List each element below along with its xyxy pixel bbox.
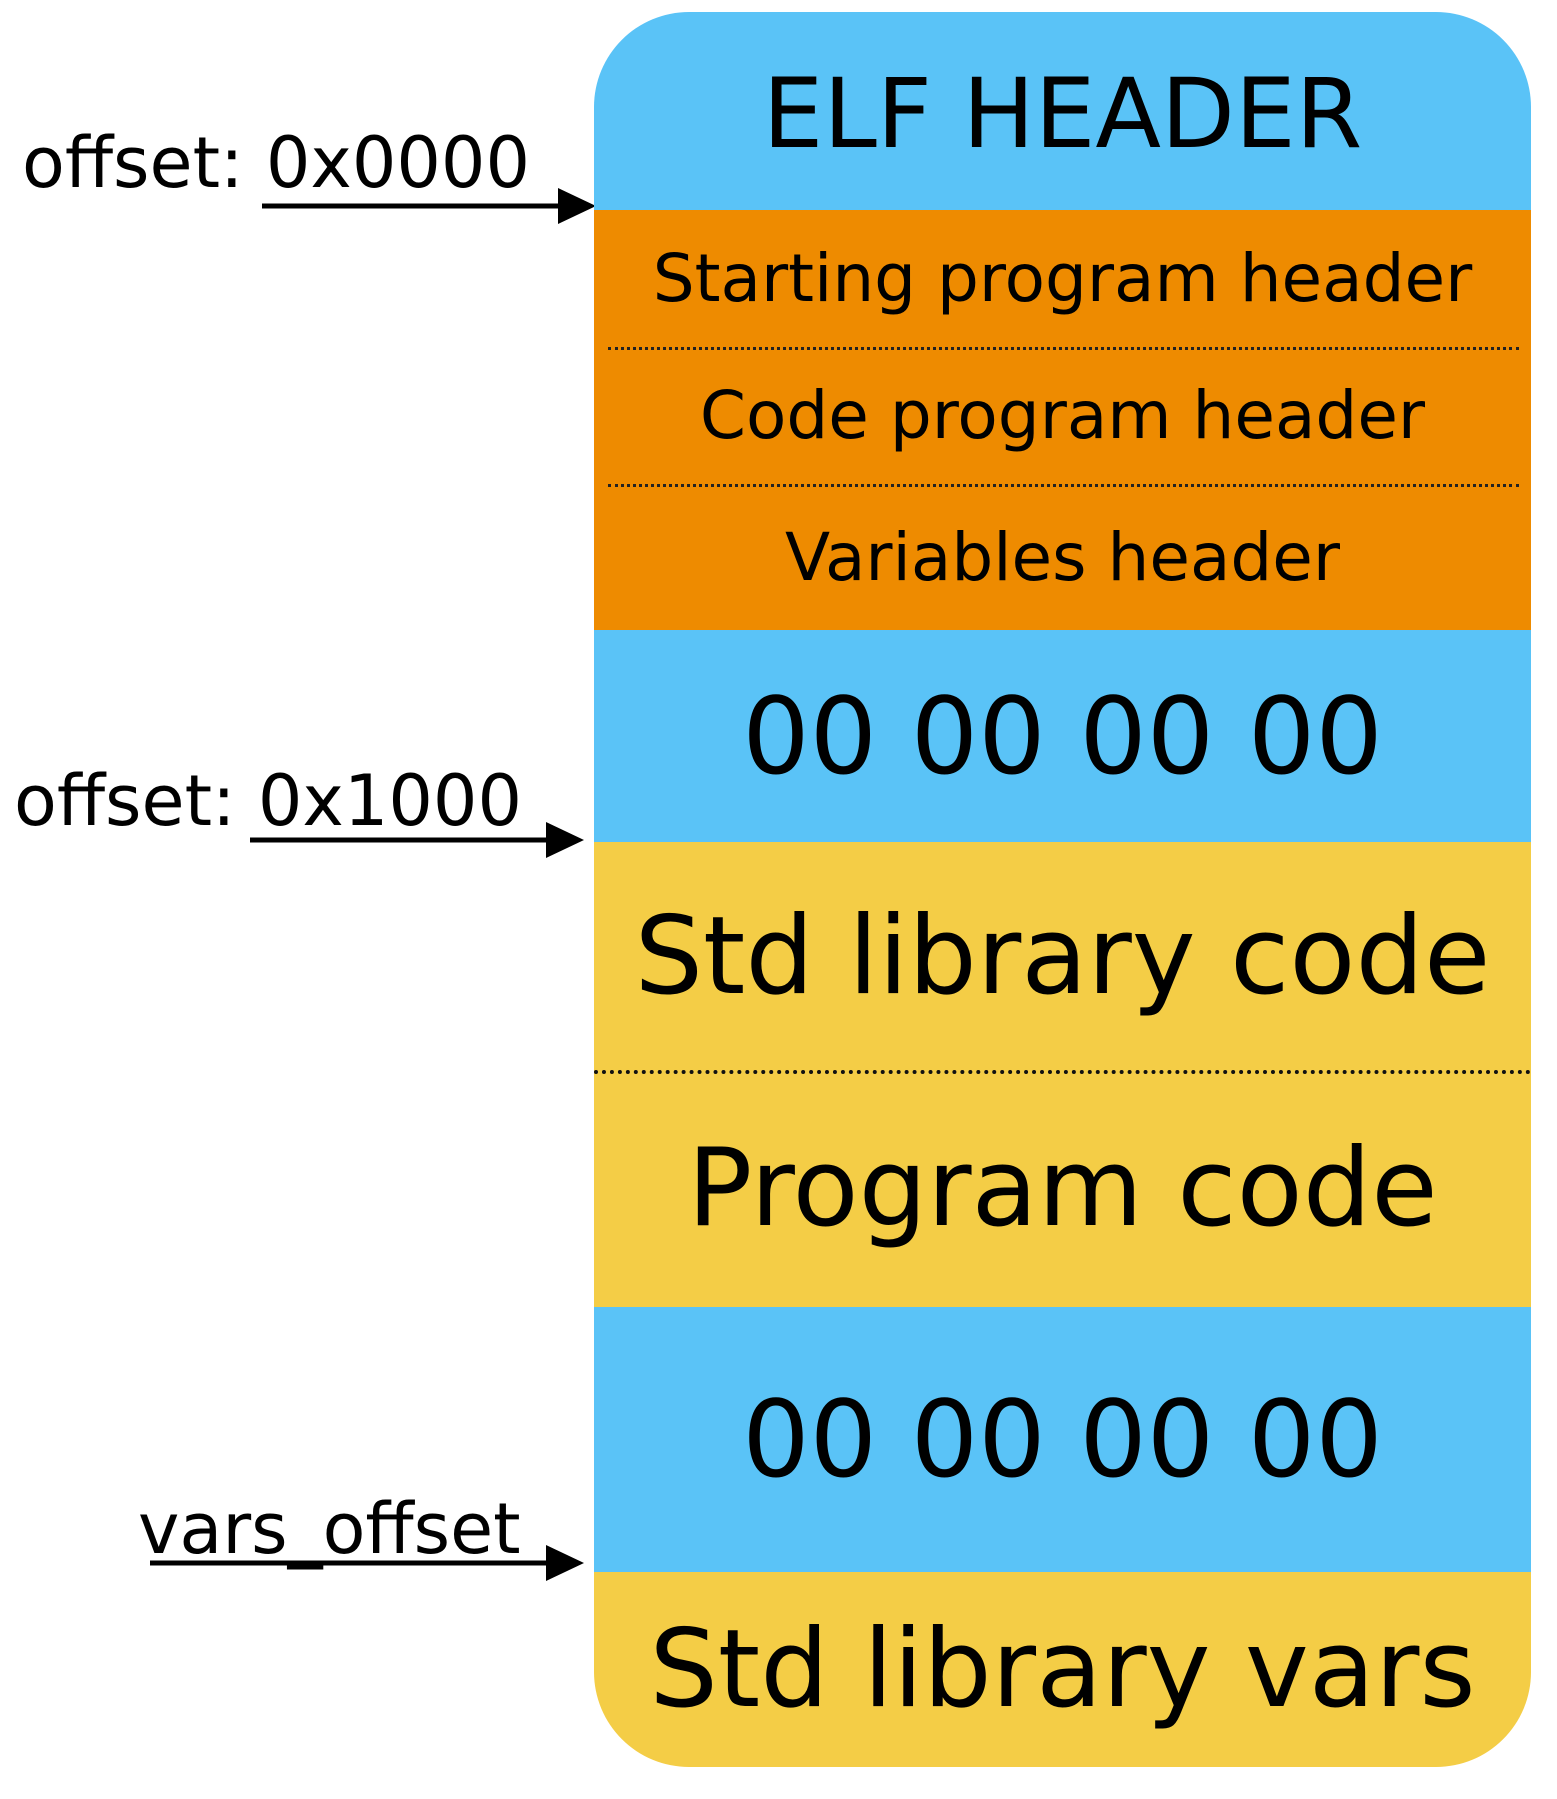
std-library-vars: Std library vars xyxy=(649,1607,1476,1732)
program-code: Program code xyxy=(687,1126,1438,1251)
starting-program-header: Starting program header xyxy=(652,240,1473,317)
padding-section-2: 00 00 00 00 xyxy=(594,1307,1531,1572)
offset-prefix: offset: xyxy=(14,760,236,842)
offset-value: 0x0000 xyxy=(265,122,530,204)
elf-file-layout: ELF HEADER Starting program header Code … xyxy=(594,12,1531,1767)
padding-bytes: 00 00 00 00 xyxy=(742,674,1383,798)
vars-section: Std library vars xyxy=(594,1572,1531,1767)
offset-value: 0x1000 xyxy=(257,760,522,842)
arrow-vars-offset xyxy=(150,1545,584,1581)
arrow-0x1000 xyxy=(250,822,584,858)
padding-bytes: 00 00 00 00 xyxy=(742,1378,1383,1501)
code-program-header: Code program header xyxy=(699,377,1426,454)
arrow-0x0000 xyxy=(262,188,596,224)
offset-label-0x1000: offset: 0x1000 xyxy=(14,766,522,836)
dotted-divider xyxy=(608,347,1519,350)
std-library-code: Std library code xyxy=(634,893,1491,1019)
padding-section-1: 00 00 00 00 xyxy=(594,630,1531,842)
dotted-divider xyxy=(594,1070,1531,1074)
offset-prefix: offset: xyxy=(22,122,244,204)
dotted-divider xyxy=(608,484,1519,487)
code-section: Std library code Program code xyxy=(594,842,1531,1307)
vars-offset-text: vars_offset xyxy=(138,1488,521,1570)
vars-offset-label: vars_offset xyxy=(138,1494,521,1564)
variables-header: Variables header xyxy=(784,518,1341,596)
program-headers-section: Starting program header Code program hea… xyxy=(594,210,1531,630)
offset-label-0x0000: offset: 0x0000 xyxy=(22,128,530,198)
elf-header-label: ELF HEADER xyxy=(762,58,1363,170)
elf-header-section: ELF HEADER xyxy=(594,12,1531,210)
